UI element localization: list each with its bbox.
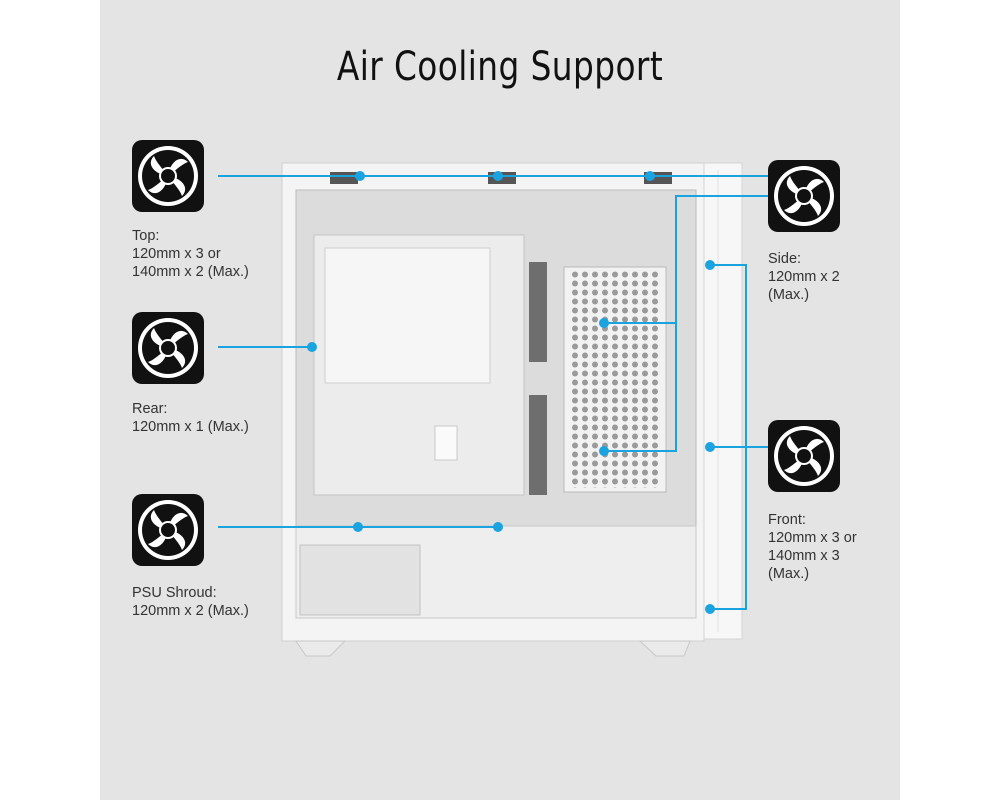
rear-fan-label: Rear: 120mm x 1 (Max.) [132, 401, 249, 435]
page-title: Air Cooling Support [336, 44, 664, 90]
rear-fan-icon [132, 312, 204, 384]
top-fan-label: Top: 120mm x 3 or 140mm x 2 (Max.) [132, 228, 249, 280]
front-fan-label: Front: 120mm x 3 or 140mm x 3 (Max.) [768, 512, 857, 582]
side-fan-label: Side: 120mm x 2 (Max.) [768, 251, 840, 303]
psu-fan-label: PSU Shroud: 120mm x 2 (Max.) [132, 585, 249, 619]
front-fan-icon [768, 420, 840, 492]
pc-case [281, 162, 743, 657]
front-callout-line [710, 264, 747, 610]
top-fan-icon [132, 140, 204, 212]
side-fan-icon [768, 160, 840, 232]
psu-fan-icon [132, 494, 204, 566]
